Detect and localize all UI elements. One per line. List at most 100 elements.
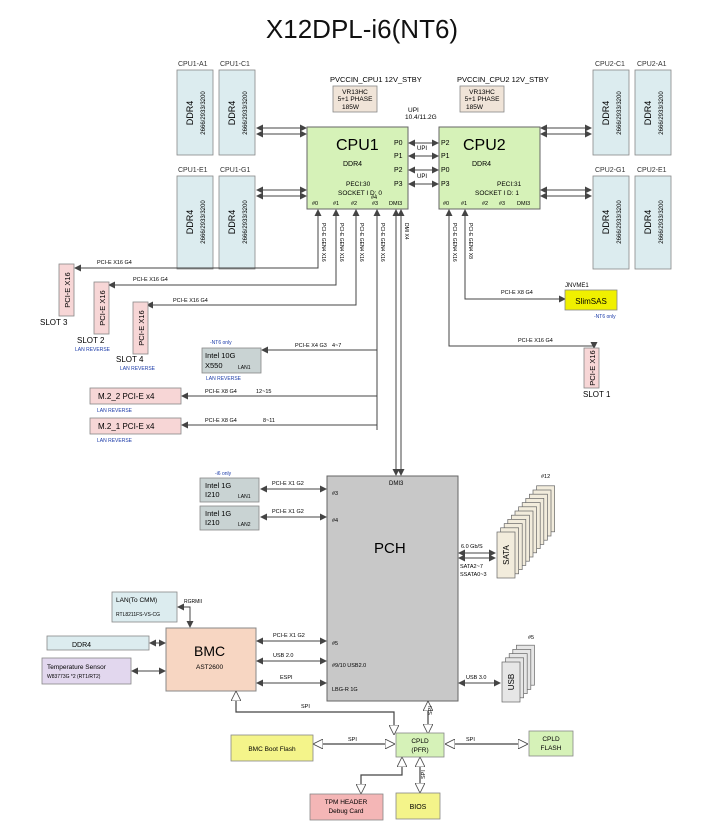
slot-note: LAN REVERSE <box>120 366 156 372</box>
slot-link: PCI-E X16 G4 <box>97 260 132 266</box>
drive-layer <box>501 661 521 703</box>
cpu1: CPU1 DDR4 P0 P1 P2 P3 PECI:30 SOCKET I D… <box>306 126 409 210</box>
pch-dmi: DMI3 <box>389 481 404 487</box>
bmc-link: USB 2.0 <box>273 653 293 659</box>
i210-link: PCI-E X1 G2 <box>272 481 304 487</box>
slot4: PCI-E X16 G4 PCI-E X16 SLOT 4 LAN REVERS… <box>116 298 208 372</box>
cpu2-lane: #3 <box>499 201 505 207</box>
slot-link: PCI-E X16 G4 <box>133 277 168 283</box>
temp-line: W83773G *2 (RT1/RT2) <box>47 674 101 680</box>
tpm-line: Debug Card <box>328 808 363 815</box>
m2-lanes: 12~15 <box>256 389 271 395</box>
vr-line: 185W <box>466 104 484 111</box>
cpld-line: CPLD <box>411 738 429 745</box>
dimm-cpu1-c1: CPU1-C1 DDR4 2666/2933/3200 <box>218 61 256 156</box>
dimm-type: DDR4 <box>601 210 611 235</box>
bus-label: PCI-E GEN4 X16 <box>358 223 364 262</box>
pch: PCH DMI3 #3 #4 #5 #9/10 USB2.0 LBG-R 1G <box>326 475 459 702</box>
dimm-speed: 2666/2933/3200 <box>243 91 249 135</box>
dimm-label: CPU1-A1 <box>178 61 208 68</box>
x550-link: PCI-E X4 G3 <box>295 343 327 349</box>
spi-label: SPI <box>301 704 310 710</box>
cpld-flash: CPLD FLASH <box>528 730 574 757</box>
x550: -NT6 only Intel 10G X550 LAN1 LAN REVERS… <box>201 340 341 382</box>
dimm-label: CPU2-E1 <box>637 167 667 174</box>
slot-card: PCI-E X16 <box>63 272 72 307</box>
lan-cmm: LAN(To CMM) RTL8211FS-VS-CG RGRMII <box>111 591 202 623</box>
bus-label: PCI-E GEN4 X16 <box>451 223 457 262</box>
dimm-speed: 2666/2933/3200 <box>617 200 623 244</box>
cpu2-lane: #1 <box>461 201 467 207</box>
i210-link: PCI-E X1 G2 <box>272 509 304 515</box>
cpld: CPLD (PFR) <box>395 732 445 758</box>
slot-note: LAN REVERSE <box>75 347 111 353</box>
cpu2-label: CPU2 <box>463 137 506 154</box>
slot-name: SLOT 3 <box>40 318 68 327</box>
cpu1-port: P3 <box>394 181 403 188</box>
i210-lan1: -i6 only Intel 1G I210 LAN1 PCI-E X1 G2 <box>199 471 304 503</box>
vr-cpu1: PVCCIN_CPU1 12V_STBY VR13HC 5+1 PHASE 18… <box>330 75 422 113</box>
slot-link: PCI-E X16 G4 <box>518 338 553 344</box>
slot-card: PCI-E X16 <box>98 290 107 325</box>
i210-port: LAN1 <box>238 494 251 500</box>
i210-lan2: Intel 1G I210 LAN2 PCI-E X1 G2 <box>199 505 304 531</box>
x550-port: LAN1 <box>238 365 251 371</box>
lan-cmm-line: RTL8211FS-VS-CG <box>116 612 160 618</box>
dimm-type: DDR4 <box>227 101 237 126</box>
vr-header: PVCCIN_CPU1 12V_STBY <box>330 75 422 84</box>
usb-link: USB 3.0 <box>466 675 486 681</box>
dimm-cpu2-c1: CPU2-C1 DDR4 2666/2933/3200 <box>592 61 630 156</box>
dimm-speed: 2666/2933/3200 <box>659 91 665 135</box>
dimm-label: CPU2-A1 <box>637 61 667 68</box>
dimm-type: DDR4 <box>601 101 611 126</box>
m2-label: M.2_1 PCI-E x4 <box>98 422 155 431</box>
cpu2-bus-lines <box>445 209 598 349</box>
temperature-sensor: Temperature Sensor W83773G *2 (RT1/RT2) <box>41 657 132 685</box>
cpu1-lane: #4 <box>371 195 377 201</box>
bmc-pch-lines <box>256 637 327 687</box>
cpu1-lane: DMI3 <box>389 201 402 207</box>
x550-line: X550 <box>205 361 223 370</box>
spi-label: SPI <box>466 737 475 743</box>
cpu2-port: P2 <box>441 140 450 147</box>
usb: USB <box>501 644 535 703</box>
spi-lines <box>236 692 527 793</box>
dimm-label: CPU1-E1 <box>178 167 208 174</box>
sata-ports: SSATA0~3 <box>460 572 487 578</box>
sata-lines <box>458 549 496 562</box>
cpu1-port: P0 <box>394 140 403 147</box>
i210-note: -i6 only <box>215 471 232 477</box>
spi-label: SPI <box>421 770 427 779</box>
slot3: PCI-E X16 G4 PCI-E X16 SLOT 3 <box>40 260 132 327</box>
m2-2: M.2_2 PCI-E x4 LAN REVERSE PCI-E X8 G4 1… <box>89 387 271 414</box>
pch-port: LBG-R 1G <box>332 687 358 693</box>
vr-cpu2: PVCCIN_CPU2 12V_STBY VR13HC 5+1 PHASE 18… <box>457 75 549 113</box>
x550-lanes: 4~7 <box>332 343 341 349</box>
pch-port: #5 <box>332 641 338 647</box>
pch-port: #4 <box>332 518 338 524</box>
bus-label: PCI-E GEN4 X8 <box>467 223 473 259</box>
bios: BIOS <box>395 792 441 820</box>
cpu1-lane: #1 <box>333 201 339 207</box>
tpm-line: TPM HEADER <box>325 799 368 806</box>
cpu1-ddr: DDR4 <box>343 161 362 168</box>
tpm-header: TPM HEADER Debug Card <box>309 793 384 821</box>
i210-line: I210 <box>205 490 220 499</box>
cpld-line: (PFR) <box>411 747 428 754</box>
dimm-speed: 2666/2933/3200 <box>243 200 249 244</box>
x550-note: -NT6 only <box>210 340 232 346</box>
spi-label: SPI <box>348 737 357 743</box>
cpu2-memory-channels <box>540 124 592 200</box>
i210-line: I210 <box>205 518 220 527</box>
cpu2-peci: PECI:31 <box>497 181 522 188</box>
cpld-flash-line: FLASH <box>541 745 562 752</box>
i210-port: LAN2 <box>238 522 251 528</box>
sata-speed: 6.0 Gb/S <box>461 544 483 550</box>
cpu2-ddr: DDR4 <box>472 161 491 168</box>
slot-name: SLOT 2 <box>77 336 105 345</box>
dimm-label: CPU1-G1 <box>220 167 250 174</box>
dimm-speed: 2666/2933/3200 <box>659 200 665 244</box>
dimm-cpu2-a1: CPU2-A1 DDR4 2666/2933/3200 <box>634 61 672 156</box>
lan-cmm-link: RGRMII <box>184 599 202 605</box>
slot1: PCI-E X16 G4 PCI-E X16 SLOT 1 <box>518 338 611 399</box>
